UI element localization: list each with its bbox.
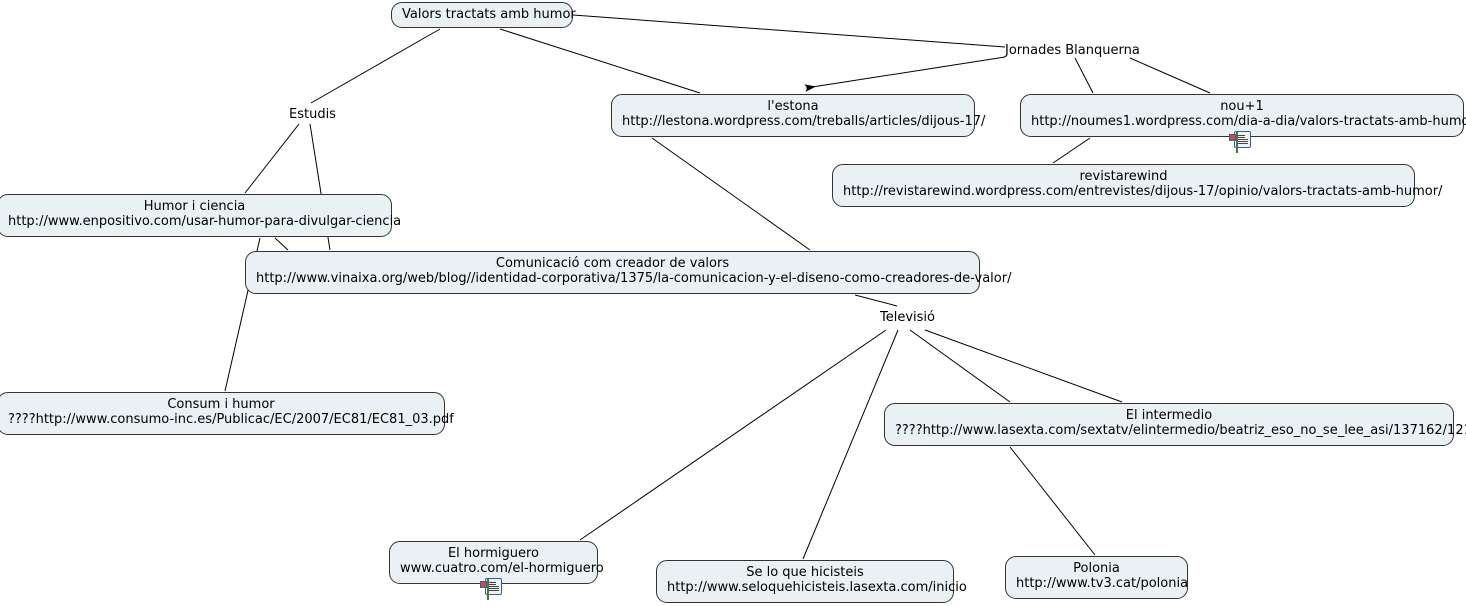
edge-root-to-estudis bbox=[310, 28, 441, 104]
node-estudis[interactable]: Estudis bbox=[289, 107, 336, 122]
edge-jornades-to-nou1 bbox=[1074, 57, 1094, 94]
node-root[interactable]: Valors tractats amb humor bbox=[391, 2, 576, 28]
node-televisio[interactable]: Televisió bbox=[880, 310, 935, 325]
node-url-seloque[interactable]: http://www.seloquehicisteis.lasexta.com/… bbox=[667, 580, 967, 596]
edge-root-to-jornades bbox=[572, 14, 1006, 48]
node-url-revistarewind[interactable]: http://revistarewind.wordpress.com/entre… bbox=[843, 184, 1443, 200]
node-url-intermedio[interactable]: ????http://www.lasexta.com/sextatv/elint… bbox=[895, 423, 1466, 439]
node-title-comunicacio: Comunicació com creador de valors bbox=[495, 256, 730, 271]
edge-root-to-lestona bbox=[499, 28, 701, 94]
node-title-estudis: Estudis bbox=[289, 107, 336, 122]
node-consum[interactable]: Consum i humor????http://www.consumo-inc… bbox=[0, 392, 454, 435]
edge-lestona-to-comunicacio bbox=[651, 137, 811, 251]
document-attachment-icon[interactable] bbox=[480, 578, 502, 600]
edge-humorciencia-to-comunicacio bbox=[274, 237, 289, 251]
edge-estudis-to-humorciencia bbox=[244, 123, 300, 194]
node-url-humorciencia[interactable]: http://www.enpositivo.com/usar-humor-par… bbox=[8, 214, 402, 230]
edge-jornades-to-lestona bbox=[804, 56, 1006, 92]
node-title-consum: Consum i humor bbox=[167, 397, 275, 412]
node-title-jornades: Jornades Blanquerna bbox=[1005, 43, 1140, 58]
node-jornades[interactable]: Jornades Blanquerna bbox=[1005, 43, 1140, 58]
node-title-hormiguero: El hormiguero bbox=[447, 546, 540, 561]
node-title-nou1: nou+1 bbox=[1220, 99, 1264, 114]
edge-televisio-to-intermedio2 bbox=[924, 329, 1123, 403]
node-title-lestona: l'estona bbox=[767, 99, 819, 114]
document-attachment-icon[interactable] bbox=[1228, 131, 1251, 153]
node-intermedio[interactable]: El intermedio????http://www.lasexta.com/… bbox=[884, 403, 1466, 446]
edge-televisio-to-hormiguero bbox=[579, 329, 887, 541]
node-title-root: Valors tractats amb humor bbox=[402, 7, 576, 22]
edge-televisio-to-intermedio bbox=[909, 329, 1011, 403]
node-title-seloque: Se lo que hicisteis bbox=[746, 565, 864, 580]
node-url-nou1[interactable]: http://noumes1.wordpress.com/dia-a-dia/v… bbox=[1031, 114, 1466, 130]
edge-comunicacio-to-televisio bbox=[854, 294, 898, 307]
node-url-consum[interactable]: ????http://www.consumo-inc.es/Publicac/E… bbox=[8, 412, 454, 428]
edge-nou1-to-revistarewind bbox=[1052, 137, 1091, 164]
node-title-polonia: Polonia bbox=[1073, 561, 1120, 576]
node-url-comunicacio[interactable]: http://www.vinaixa.org/web/blog//identid… bbox=[256, 271, 1012, 287]
edge-intermedio-to-polonia bbox=[1009, 446, 1096, 556]
node-url-polonia[interactable]: http://www.tv3.cat/polonia bbox=[1016, 576, 1189, 592]
node-title-revistarewind: revistarewind bbox=[1079, 169, 1168, 184]
node-url-lestona[interactable]: http://lestona.wordpress.com/treballs/ar… bbox=[622, 114, 986, 130]
node-url-hormiguero[interactable]: www.cuatro.com/el-hormiguero bbox=[400, 561, 604, 577]
edge-jornades-to-nou1b bbox=[1129, 57, 1211, 94]
edge-televisio-to-seloque bbox=[802, 329, 899, 560]
node-title-televisio: Televisió bbox=[880, 310, 935, 325]
node-title-intermedio: El intermedio bbox=[1125, 408, 1213, 423]
node-title-humorciencia: Humor i ciencia bbox=[143, 199, 246, 214]
